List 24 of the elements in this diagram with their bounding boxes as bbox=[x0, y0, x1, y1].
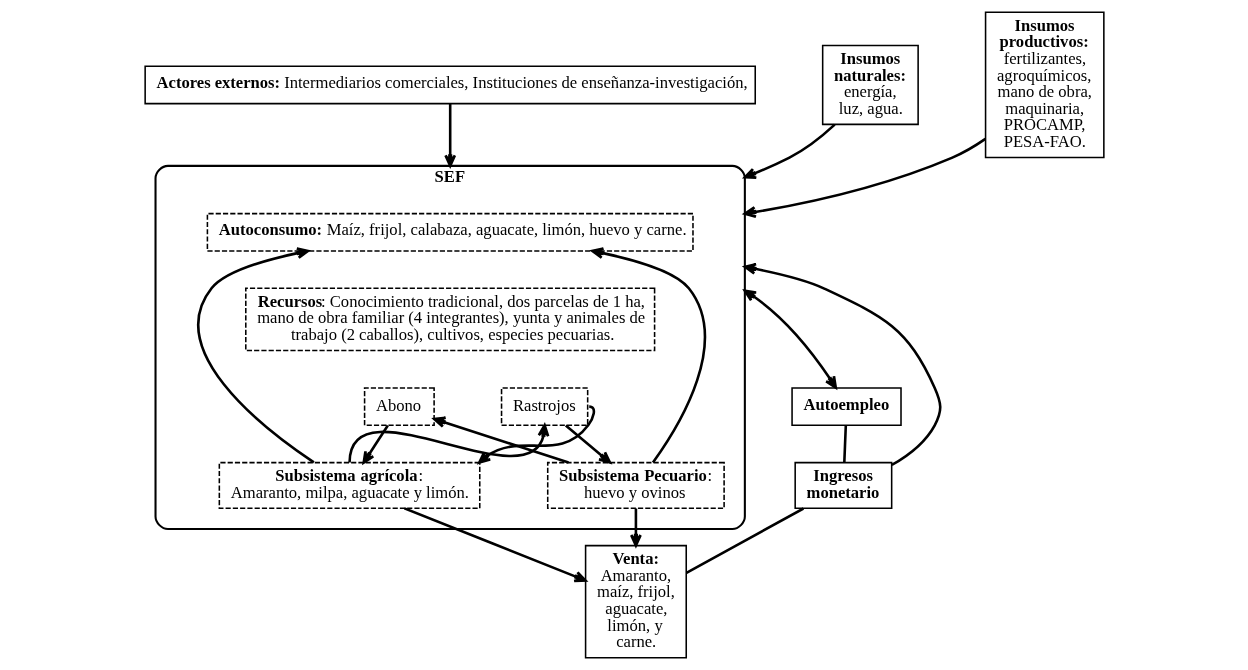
arrow bbox=[590, 247, 706, 464]
arrow bbox=[629, 508, 642, 547]
node-box: Ingresos monetario bbox=[793, 461, 892, 510]
arrow bbox=[564, 424, 611, 464]
connector bbox=[685, 507, 804, 574]
arrow bbox=[361, 424, 389, 464]
arrow bbox=[743, 123, 836, 180]
node-box: Autoempleo bbox=[790, 387, 902, 427]
node-box: Autoconsumo: Maíz, frijol, calabaza, aguacate, limón, huevo y carne. bbox=[206, 212, 694, 252]
node-box: Subsistema agrícola: Amaranto, milpa, aguacate y limón. bbox=[218, 461, 481, 510]
node-box: Insumos naturales: energía, luz, agua. bbox=[821, 44, 919, 126]
node-box: Rastrojos bbox=[500, 387, 588, 427]
arrow bbox=[196, 247, 315, 464]
arrow bbox=[743, 289, 837, 389]
connector bbox=[842, 425, 847, 463]
node-box: Subsistema Pecuario: huevo y ovinos bbox=[546, 461, 725, 510]
arrow bbox=[743, 262, 942, 466]
node-box: Venta: Amaranto, maíz, frijol, aguacate, limón, y carne. bbox=[584, 544, 687, 659]
node-box: Abono bbox=[363, 387, 435, 427]
node-box: Recursos: Conocimiento tradicional, dos parcelas de 1 ha, mano de obra familiar (4 integrantes), yunta y animales de trabajo (2 caballos), cultivos, especies pecuarias. bbox=[244, 287, 655, 352]
node-box: Actores externos: Intermediarios comerciales, Instituciones de enseñanza-investigación, bbox=[143, 65, 756, 105]
arrow bbox=[743, 137, 986, 218]
arrow bbox=[443, 103, 456, 168]
node-box: Insumos productivos: fertilizantes, agroquímicos, mano de obra, maquinaria, PROCAMP, PESA-FAO. bbox=[984, 11, 1105, 159]
